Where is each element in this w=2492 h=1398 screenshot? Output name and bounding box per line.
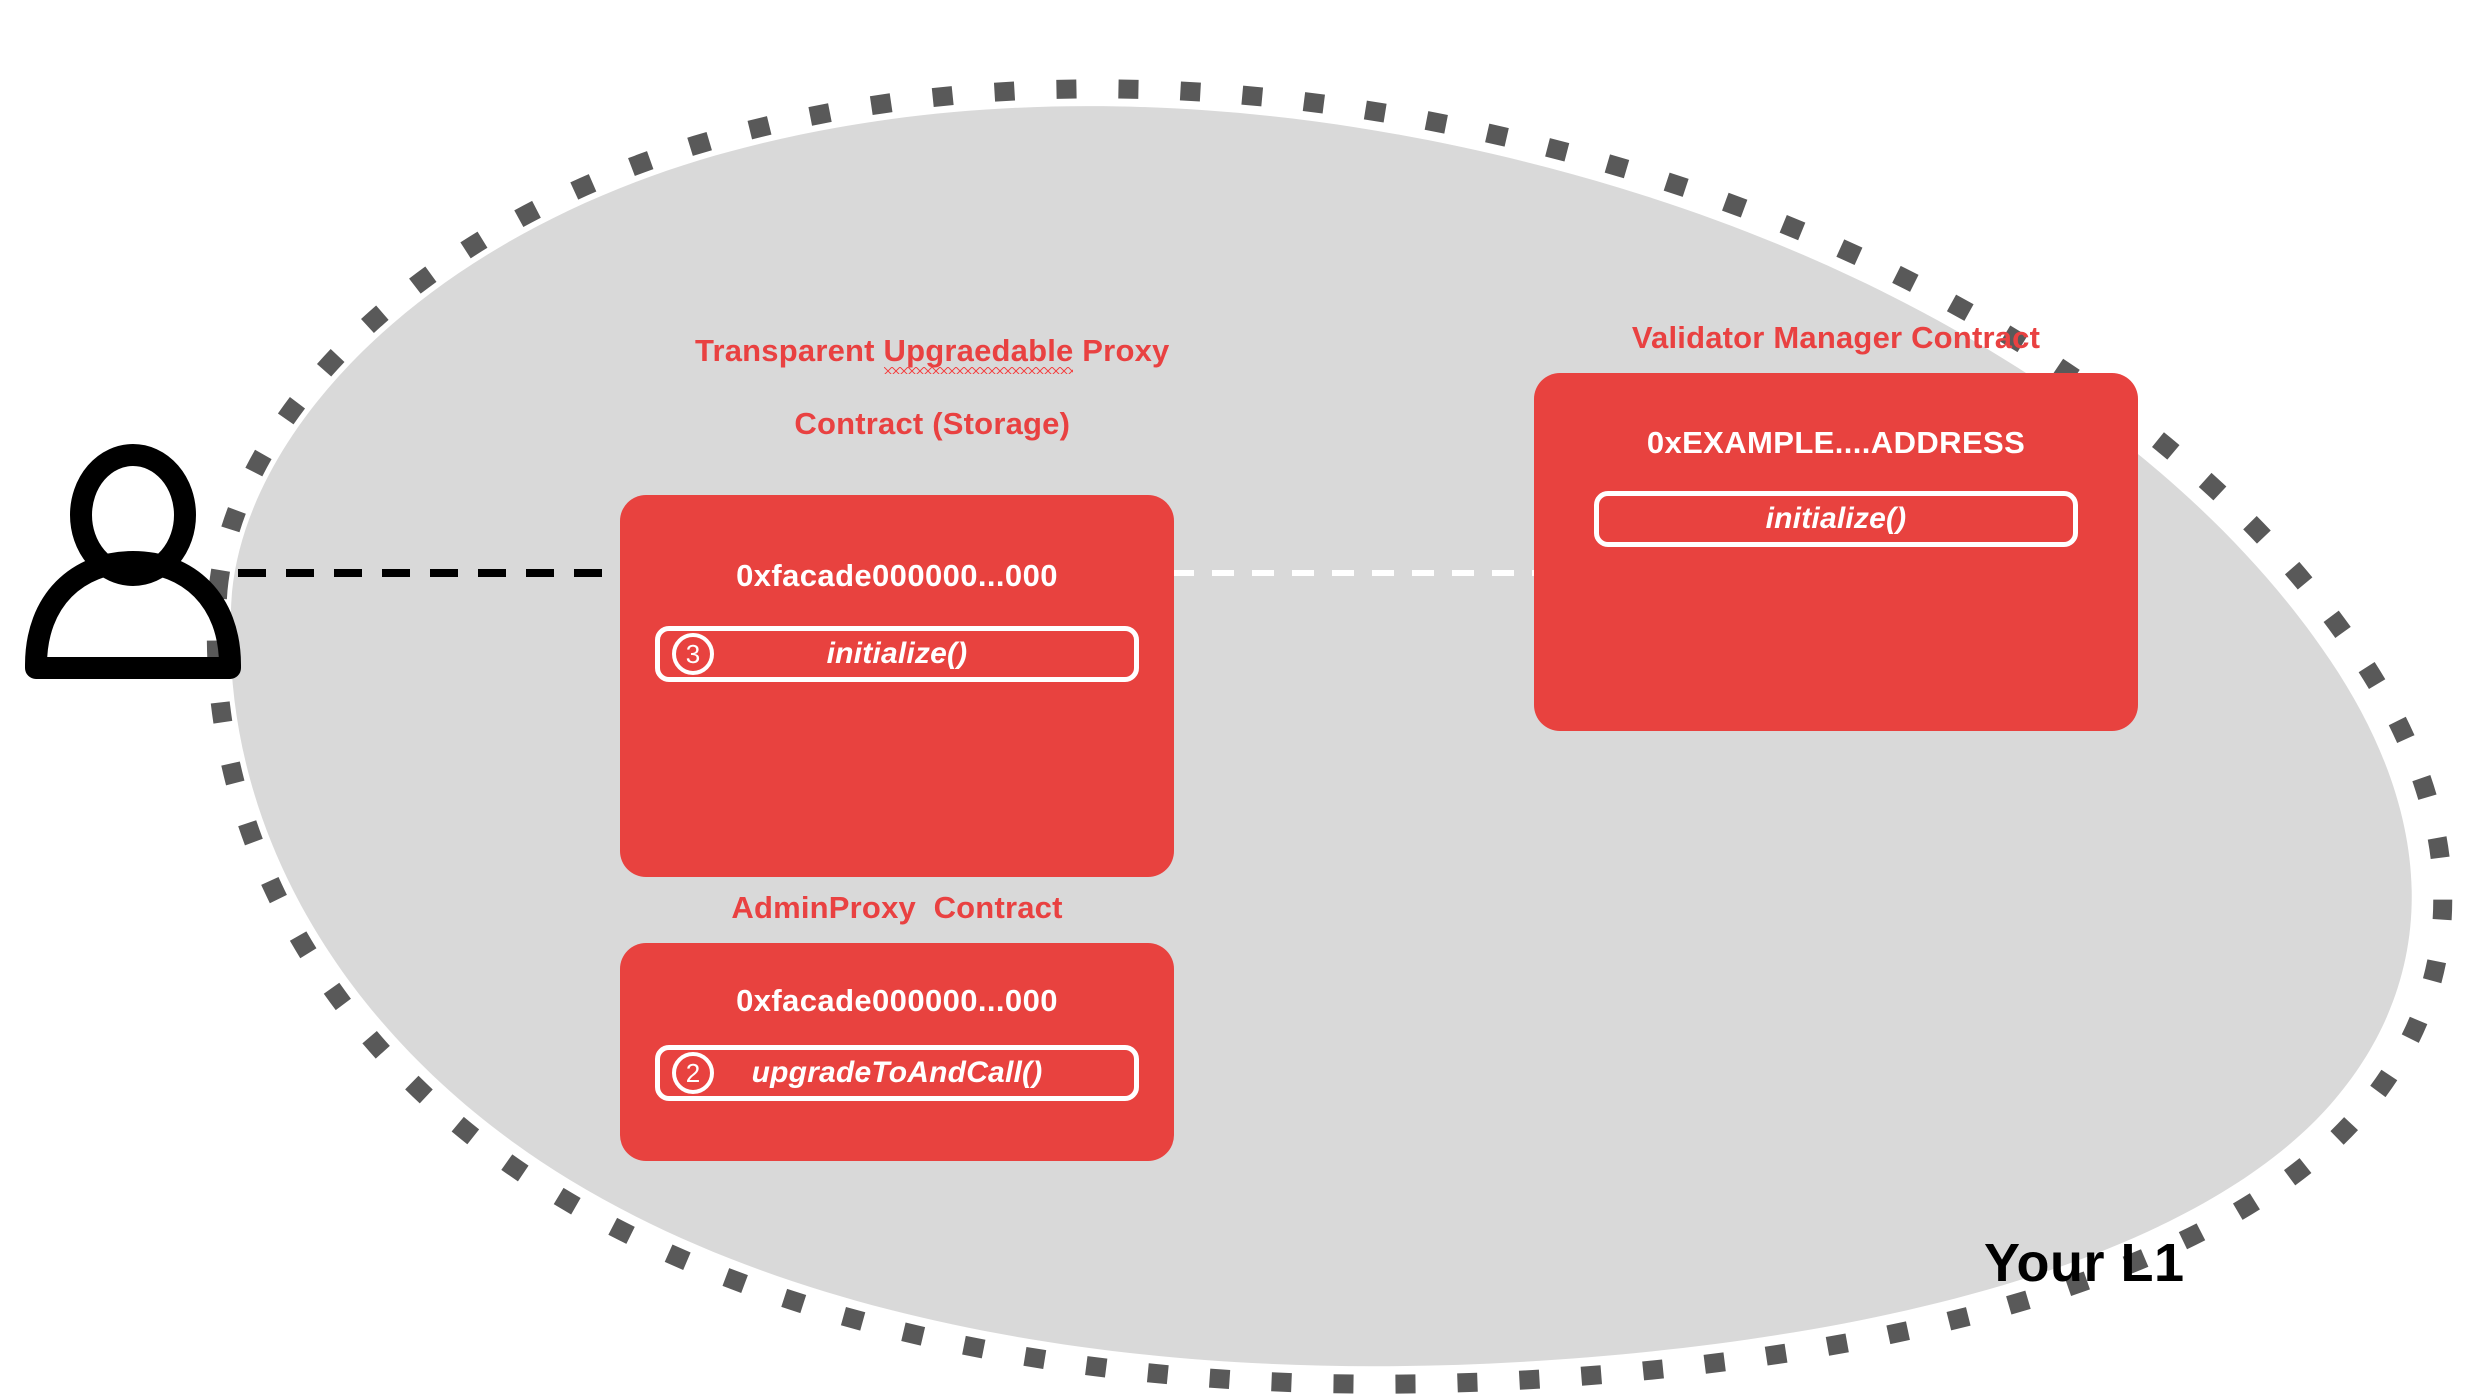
contract-card-admin-proxy[interactable]: 0xfacade000000...000 2 upgradeToAndCall(…	[620, 942, 1174, 1161]
method-label-initialize-validator: initialize()	[1765, 501, 1907, 535]
contract-admin-proxy: AdminProxy Contract 0xfacade000000...000…	[620, 890, 1174, 1161]
contract-card-validator-manager[interactable]: 0xEXAMPLE....ADDRESS initialize()	[1534, 372, 2138, 731]
contract-title-validator-manager: Validator Manager Contract	[1631, 320, 2041, 355]
title-part-pre: Transparent	[695, 332, 884, 368]
contract-title-admin-proxy: AdminProxy Contract	[731, 890, 1063, 925]
l1-boundary-dashed-outline	[206, 79, 2453, 1394]
user-person-icon	[25, 444, 241, 679]
title-misspelled-word: Upgraedable	[883, 332, 1074, 374]
environment-label: Your L1	[1984, 1233, 2185, 1293]
step-badge-3: 3	[672, 632, 714, 675]
contract-title-transparent-proxy: Transparent Upgraedable Proxy Contract (…	[620, 296, 1174, 479]
contract-card-transparent-proxy[interactable]: 0xfacade000000...000 3 initialize()	[620, 494, 1174, 877]
contract-address-admin-proxy: 0xfacade000000...000	[736, 982, 1058, 1018]
contract-validator-manager: Validator Manager Contract 0xEXAMPLE....…	[1534, 320, 2138, 731]
contract-address-validator-manager: 0xEXAMPLE....ADDRESS	[1646, 424, 2026, 460]
method-box-upgrade-to-and-call[interactable]: 2 upgradeToAndCall()	[655, 1044, 1139, 1101]
method-box-initialize-validator[interactable]: initialize()	[1594, 490, 2078, 547]
method-label-upgrade-to-and-call: upgradeToAndCall()	[751, 1055, 1043, 1089]
contract-transparent-upgradeable-proxy: Transparent Upgraedable Proxy Contract (…	[620, 296, 1174, 877]
contract-address-transparent-proxy: 0xfacade000000...000	[736, 557, 1058, 593]
title-line-2: Contract (Storage)	[794, 405, 1071, 441]
step-badge-2: 2	[672, 1051, 714, 1094]
method-box-initialize-proxy[interactable]: 3 initialize()	[655, 625, 1139, 682]
title-part-post: Proxy	[1073, 332, 1170, 368]
method-label-initialize: initialize()	[826, 636, 968, 670]
